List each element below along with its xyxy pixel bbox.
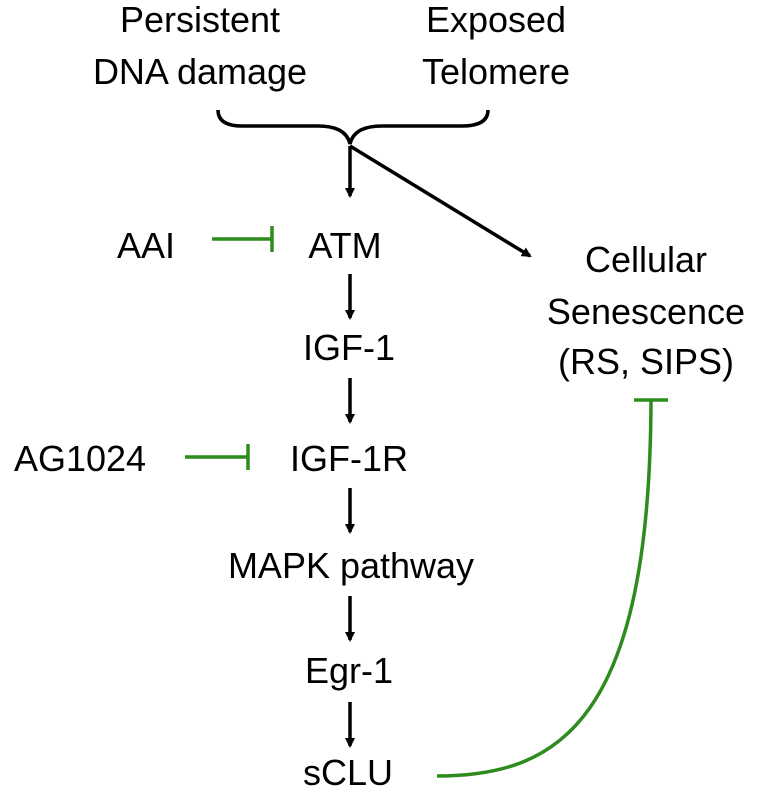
outcome-line2: Senescence: [547, 291, 745, 332]
trigger-dna-damage-line1: Persistent: [120, 0, 280, 40]
inhibition-sclu-senescence: [436, 399, 653, 778]
trigger-telomere-line2: Telomere: [422, 51, 570, 92]
inhibitor-aai: AAI: [117, 225, 175, 266]
outcome-line3: (RS, SIPS): [558, 341, 734, 382]
node-igf1: IGF-1: [303, 327, 395, 368]
node-egr1: Egr-1: [305, 650, 393, 691]
trigger-telomere-line1: Exposed: [426, 0, 566, 40]
outcome-line1: Cellular: [585, 239, 707, 280]
trigger-dna-damage-line2: DNA damage: [93, 51, 307, 92]
node-igf1r: IGF-1R: [290, 438, 408, 479]
node-mapk-pathway: MAPK pathway: [228, 545, 474, 586]
inhibitor-ag1024: AG1024: [14, 438, 146, 479]
node-sclu: sCLU: [303, 752, 393, 793]
node-atm: ATM: [308, 225, 381, 266]
merge-brace: [216, 109, 490, 145]
arrow-to-senescence: [349, 144, 532, 258]
